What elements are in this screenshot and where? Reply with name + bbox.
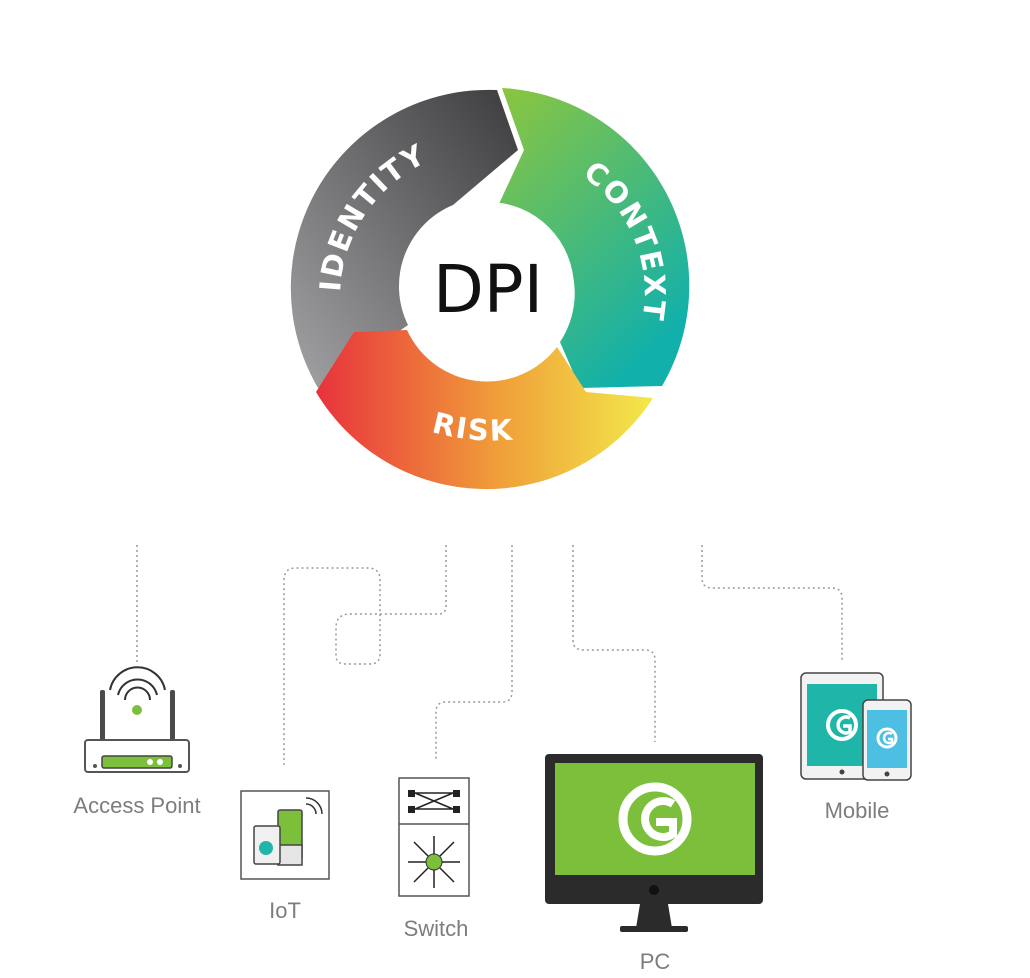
- g-logo-icon: [618, 782, 692, 856]
- iot-label: IoT: [269, 898, 301, 923]
- context-segment: [498, 88, 690, 388]
- tablet-phone-icon: [800, 672, 912, 781]
- connector-switch: [435, 545, 513, 760]
- center-label: DPI: [433, 251, 543, 328]
- risk-segment: [316, 330, 653, 490]
- switch-label: Switch: [404, 916, 469, 941]
- pc-label: PC: [640, 949, 671, 974]
- connector-pc: [572, 545, 656, 742]
- connector-iot: [283, 545, 447, 765]
- desktop-monitor-icon: [545, 754, 763, 932]
- access-point-label: Access Point: [73, 793, 200, 818]
- cycle-wheel: DPI IDENTITY CONTEXT RISK: [290, 88, 690, 490]
- router-icon: [84, 666, 190, 773]
- center-circle: [402, 202, 574, 374]
- network-switch-icon: [398, 777, 470, 897]
- mobile-label: Mobile: [825, 798, 890, 823]
- connector-mobile: [701, 545, 843, 662]
- connectors: [136, 545, 843, 765]
- iot-device-icon: [240, 790, 330, 880]
- identity-segment: [290, 89, 518, 388]
